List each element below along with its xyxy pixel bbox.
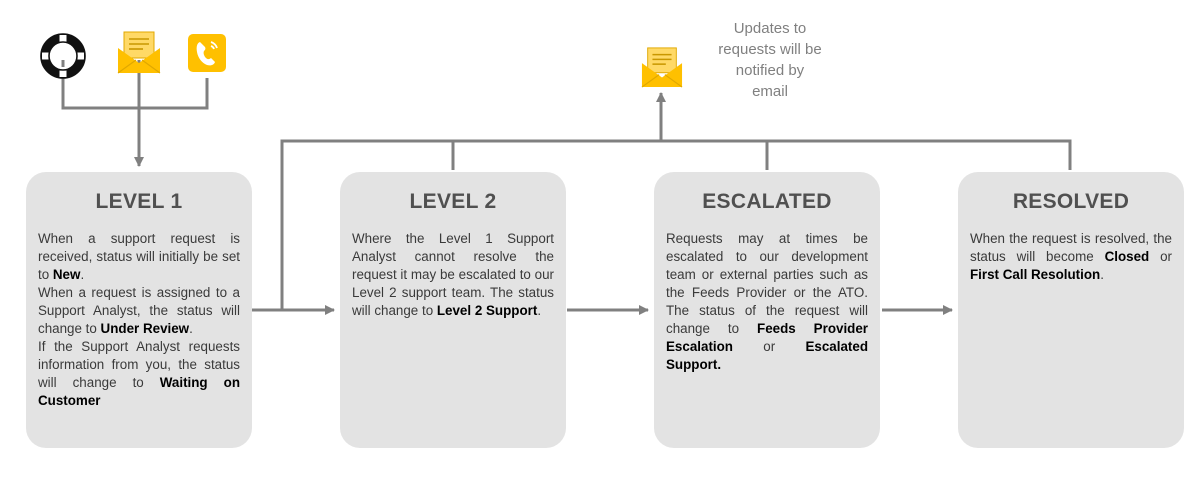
email-icon bbox=[117, 31, 161, 74]
status-name: Under Review bbox=[100, 321, 190, 336]
note-line: requests will be bbox=[718, 41, 822, 58]
status-name: Escalated Support. bbox=[666, 339, 868, 372]
stage-box-level-2: LEVEL 2 Where the Level 1 Support Analys… bbox=[340, 172, 566, 448]
status-name: Closed bbox=[1104, 249, 1150, 264]
note-line: notified by bbox=[735, 62, 805, 79]
channel-merge-line bbox=[61, 60, 209, 110]
stage-description: When the request is resolved, the status… bbox=[970, 230, 1172, 284]
stage-title: LEVEL 2 bbox=[409, 190, 497, 213]
stage-title: RESOLVED bbox=[1012, 190, 1130, 213]
status-name: Feeds Provider Escalation bbox=[666, 321, 868, 354]
lifebuoy-icon bbox=[40, 33, 86, 79]
description-paragraph: When a request is assigned to a Support … bbox=[38, 285, 240, 336]
notification-bus-line bbox=[280, 139, 1072, 310]
stage-box-escalated: ESCALATED Requests may at times be escal… bbox=[654, 172, 880, 448]
description-paragraph: When a support request is received, stat… bbox=[38, 231, 240, 282]
description-paragraph: Where the Level 1 Support Analyst cannot… bbox=[352, 231, 554, 318]
stage-box-resolved: RESOLVED When the request is resolved, t… bbox=[958, 172, 1184, 448]
stage-title: LEVEL 1 bbox=[95, 190, 183, 213]
stage-description: When a support request is received, stat… bbox=[38, 230, 240, 410]
description-paragraph: Requests may at times be escalated to ou… bbox=[666, 231, 868, 372]
description-paragraph: If the Support Analyst requests informat… bbox=[38, 339, 240, 408]
phone-icon bbox=[188, 34, 226, 72]
stage-box-level-1: LEVEL 1 When a support request is receiv… bbox=[26, 172, 252, 448]
note-line: Updates to bbox=[733, 20, 807, 37]
note-line: email bbox=[752, 83, 788, 100]
stage-description: Requests may at times be escalated to ou… bbox=[666, 230, 868, 374]
status-name: First Call Resolution bbox=[970, 267, 1101, 282]
status-name: Waiting on Customer bbox=[38, 375, 240, 408]
email-notification-note: Updates to requests will be notified by … bbox=[700, 18, 840, 102]
description-paragraph: When the request is resolved, the status… bbox=[970, 231, 1172, 282]
notification-email-icon bbox=[641, 47, 683, 88]
status-name: Level 2 Support bbox=[436, 303, 538, 318]
stage-title: ESCALATED bbox=[702, 190, 832, 213]
status-name: New bbox=[52, 267, 81, 282]
stage-description: Where the Level 1 Support Analyst cannot… bbox=[352, 230, 554, 320]
